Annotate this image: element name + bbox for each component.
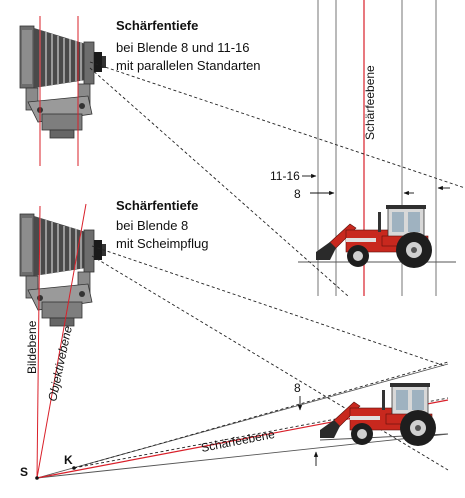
bottom-subtitle-2: mit Scheimpflug [116, 236, 208, 251]
focus-plane-label-bottom: Schärfeebene [200, 427, 276, 455]
dof-upper-limit [36, 363, 449, 479]
dof-lower-limit [36, 433, 449, 479]
top-focus-plane-label: Schärfeebene [363, 65, 377, 140]
label-11-16: 11-16 [270, 169, 300, 183]
point-k-marker [72, 466, 76, 470]
point-s-marker [35, 476, 39, 480]
view-camera-icon [19, 25, 107, 139]
label-8: 8 [294, 187, 301, 201]
ray-bottom-upper [91, 245, 446, 367]
tractor-icon [315, 204, 433, 269]
lens-plane-label: Objektivebene [45, 324, 75, 402]
ray-k-middle [73, 397, 449, 469]
view-camera-icon [19, 213, 107, 327]
aperture-label: 8 [294, 381, 301, 395]
lens-plane-line [36, 203, 87, 479]
image-plane-line [36, 205, 41, 479]
top-subtitle-1: bei Blende 8 und 11-16 [116, 40, 249, 55]
tractor-icon [319, 382, 437, 447]
bottom-subtitle-1: bei Blende 8 [116, 218, 188, 233]
top-panel: Schärfentiefe bei Blende 8 und 11-16 mit… [19, 0, 465, 297]
bottom-title: Schärfentiefe [116, 198, 198, 213]
top-subtitle-2: mit parallelen Standarten [116, 58, 261, 73]
point-k-label: K [64, 453, 73, 467]
ray-top-2 [89, 67, 349, 297]
ray-k-upper [73, 361, 449, 469]
point-s-label: S [20, 465, 28, 479]
top-title: Schärfentiefe [116, 18, 198, 33]
image-plane-label: Bildebene [25, 320, 39, 374]
